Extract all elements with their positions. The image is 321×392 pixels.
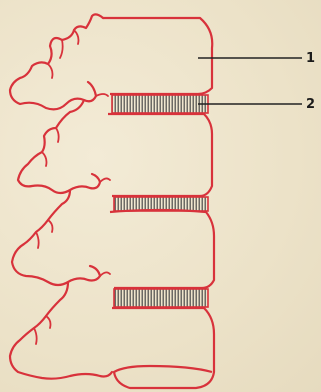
intervertebral-disc-2 (113, 196, 209, 212)
intervertebral-disc-3 (113, 288, 209, 308)
vertebral-body-4 (112, 306, 216, 390)
vertebral-body-3 (109, 208, 216, 290)
callout-label-1: 1 (306, 51, 316, 66)
vertebral-body-1 (103, 16, 214, 96)
intervertebral-disc-1 (111, 94, 209, 114)
process-details (33, 29, 111, 345)
posterior-processes (8, 13, 114, 380)
callout-label-2: 2 (306, 97, 316, 112)
vertebral-body-2 (108, 112, 214, 198)
